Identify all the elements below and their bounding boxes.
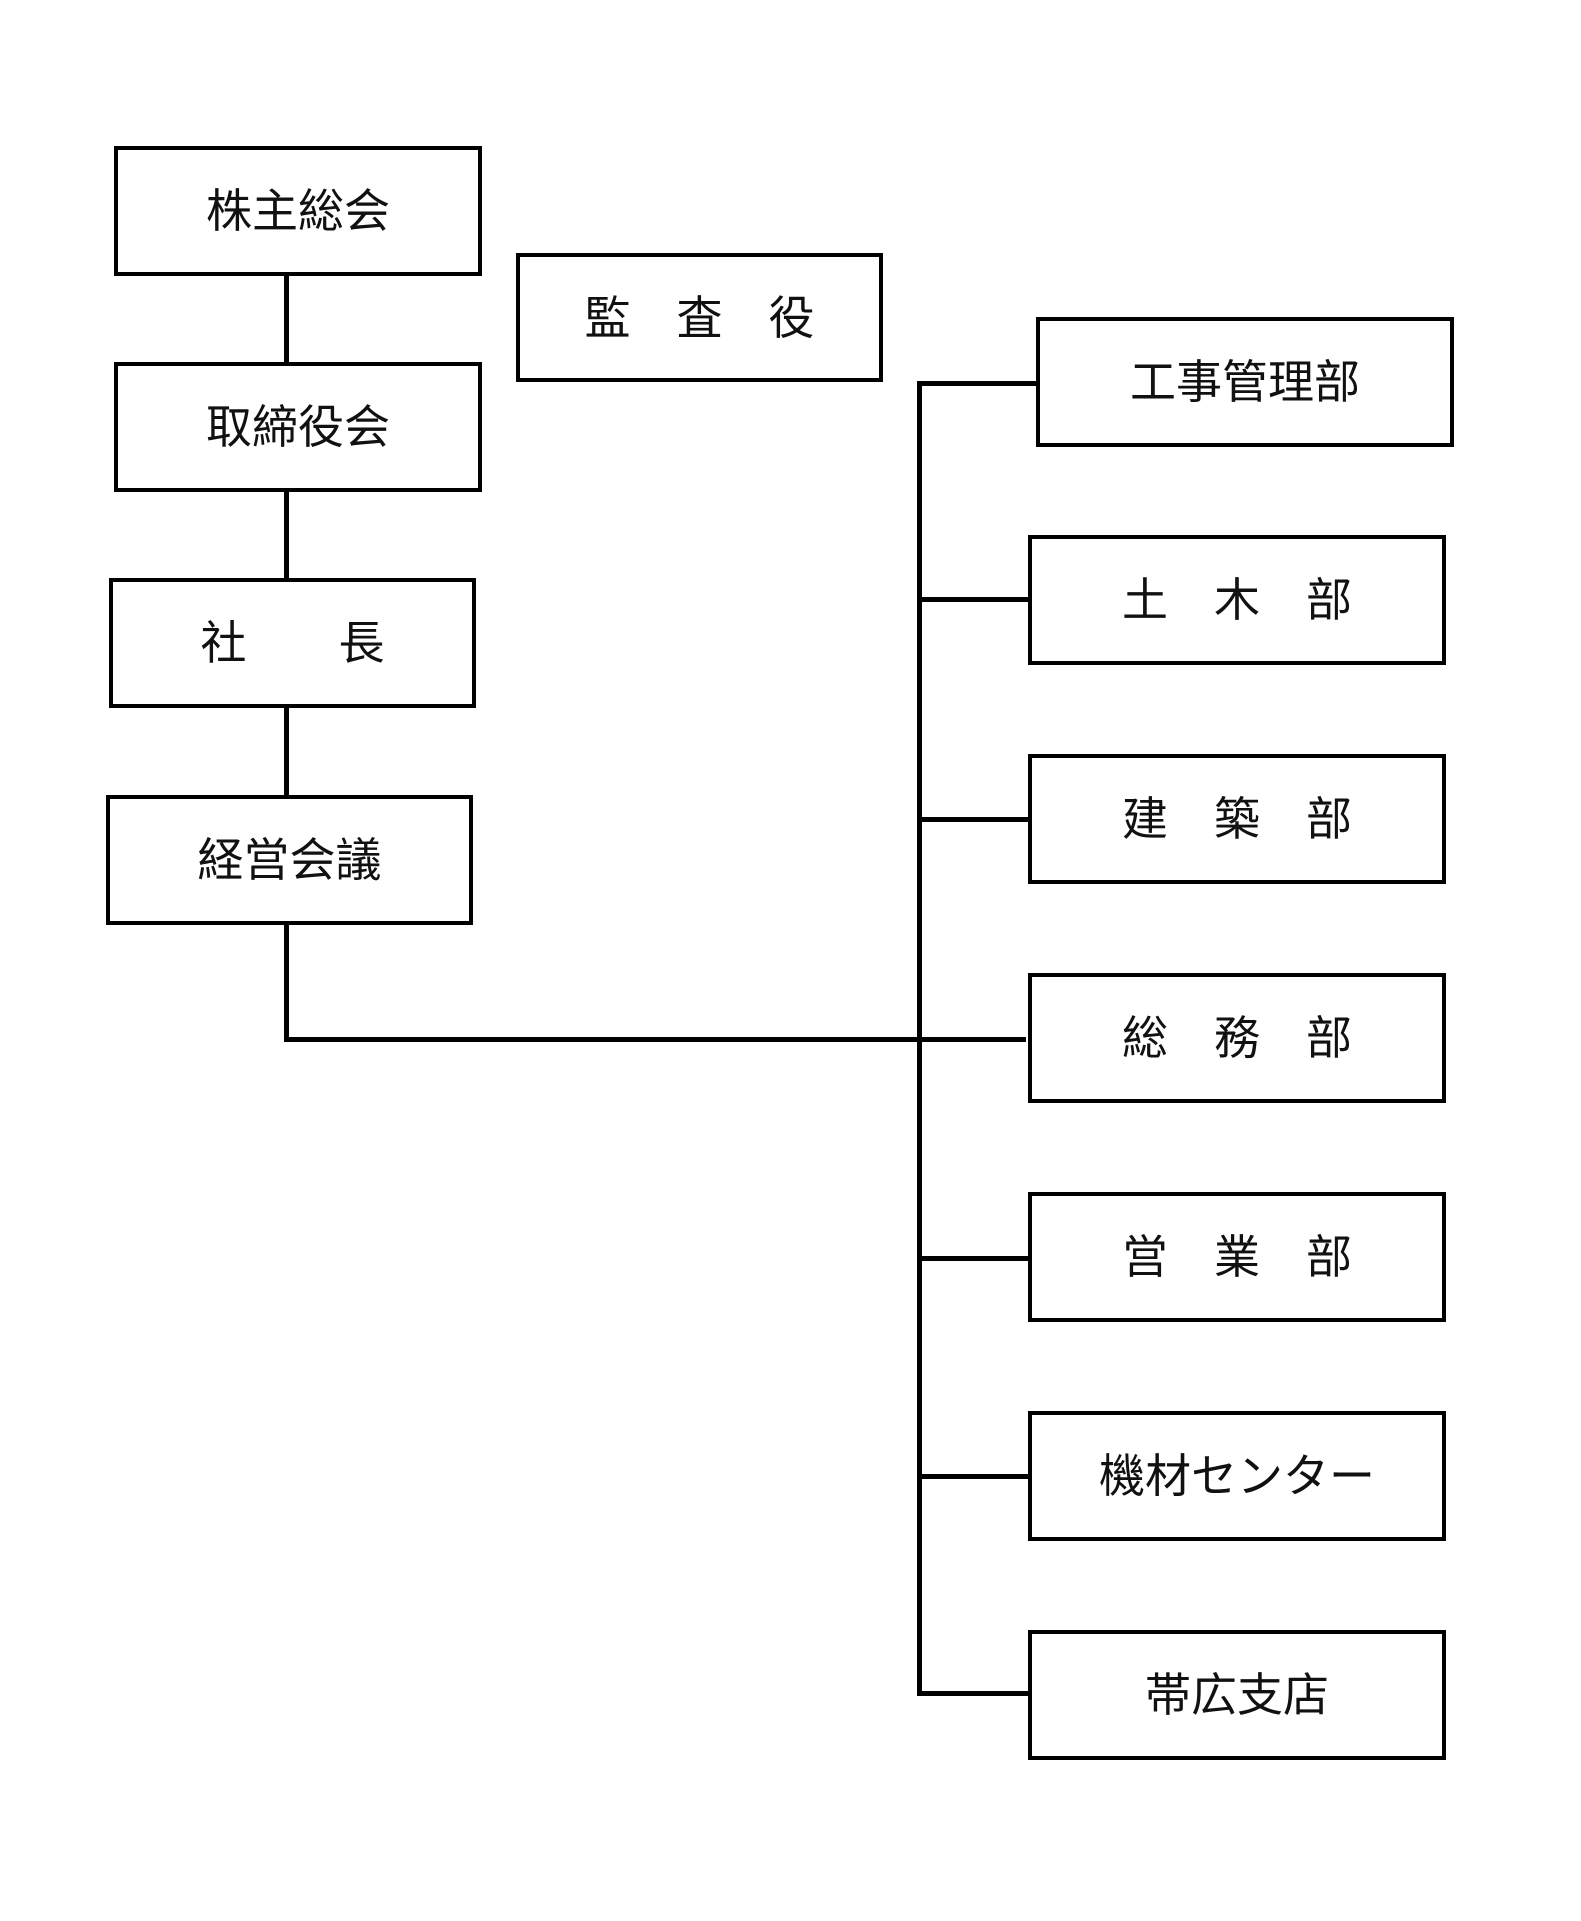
department-box-general-affairs: 総 務 部 [1028,973,1446,1103]
auditor-box: 監 査 役 [516,253,883,382]
department-box-civil-engineering: 土 木 部 [1028,535,1446,665]
department-trunk-line [917,381,922,1694]
connector-president-management [284,705,289,795]
shareholders-meeting-box: 株主総会 [114,146,482,276]
department-label: 営 業 部 [1122,1230,1352,1284]
department-box-sales: 営 業 部 [1028,1192,1446,1322]
department-box-architecture: 建 築 部 [1028,754,1446,884]
president-label: 社 長 [200,616,385,670]
department-label: 土 木 部 [1122,573,1352,627]
department-box-obihiro-branch: 帯広支店 [1028,1630,1446,1760]
branch-line-construction-management [917,381,1036,386]
department-label: 建 築 部 [1122,792,1352,846]
branch-line-architecture [917,817,1028,822]
department-label: 工事管理部 [1130,355,1360,409]
branch-line-civil-engineering [917,597,1028,602]
auditor-label: 監 査 役 [584,290,815,345]
president-box: 社 長 [109,578,476,708]
board-of-directors-label: 取締役会 [206,400,390,454]
department-label: 総 務 部 [1122,1011,1352,1065]
connector-shareholders-board [284,273,289,363]
branch-line-obihiro-branch [917,1691,1028,1696]
branch-line-equipment-center [917,1474,1028,1479]
department-label: 機材センター [1099,1449,1375,1503]
connector-management-down [284,922,289,1041]
connector-management-to-trunk [284,1037,1026,1042]
management-meeting-box: 経営会議 [106,795,473,925]
branch-line-sales [917,1256,1028,1261]
department-box-equipment-center: 機材センター [1028,1411,1446,1541]
department-box-construction-management: 工事管理部 [1036,317,1454,447]
shareholders-meeting-label: 株主総会 [206,184,390,238]
management-meeting-label: 経営会議 [197,833,382,887]
connector-board-president [284,490,289,578]
board-of-directors-box: 取締役会 [114,362,482,492]
department-label: 帯広支店 [1145,1668,1329,1722]
